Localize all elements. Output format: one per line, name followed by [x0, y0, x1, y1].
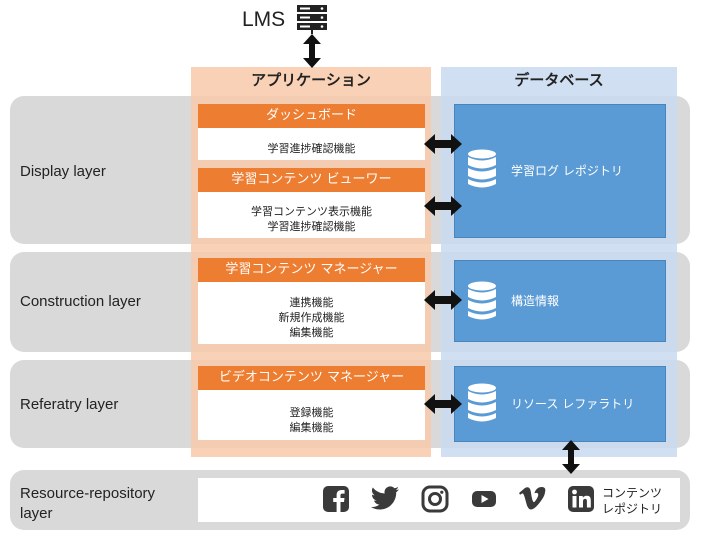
video-manager-functions: 登録機能 編集機能	[289, 406, 334, 434]
viewer-db-arrow	[424, 196, 462, 216]
database-icon	[468, 149, 496, 188]
vimeo-icon	[519, 486, 546, 510]
lms-label: LMS	[242, 8, 286, 31]
twitter-icon	[370, 486, 399, 510]
content-manager-db-arrow	[424, 290, 462, 310]
dashboard-module[interactable]: ダッシュボード 学習進捗確認機能	[198, 104, 425, 160]
referatry-layer-label: Referatry layer	[20, 396, 119, 413]
server-icon	[297, 5, 327, 34]
video-manager-module[interactable]: ビデオコンテンツ マネージャー 登録機能 編集機能	[198, 366, 425, 440]
resource-layer-label: Resource-repository layer	[20, 485, 156, 522]
video-manager-db-arrow	[424, 394, 462, 414]
instagram-icon	[421, 485, 449, 513]
database-icon	[468, 281, 496, 320]
resource-referatry-db[interactable]: リソース レファラトリ	[454, 366, 666, 442]
content-repository-label: コンテンツ レポジトリ	[601, 486, 662, 516]
database-icon	[468, 383, 496, 422]
application-column-header: アプリケーション	[251, 71, 371, 89]
viewer-title: 学習コンテンツ ビューワー	[198, 168, 425, 192]
dashboard-functions: 学習進捗確認機能	[267, 142, 356, 155]
dashboard-db-arrow	[424, 134, 462, 154]
content-manager-module[interactable]: 学習コンテンツ マネージャー 連携機能 新規作成機能 編集機能	[198, 258, 425, 344]
facebook-icon	[323, 486, 349, 512]
display-layer-label: Display layer	[20, 163, 106, 180]
structure-info-label: 構造情報	[511, 294, 560, 308]
structure-info-db[interactable]: 構造情報	[454, 260, 666, 342]
viewer-functions: 学習コンテンツ表示機能 学習進捗確認機能	[251, 205, 372, 233]
resource-referatry-label: リソース レファラトリ	[511, 397, 635, 411]
learning-log-repository[interactable]: 学習ログ レポジトリ	[454, 104, 666, 238]
database-column-header: データベース	[514, 71, 604, 89]
linkedin-icon	[568, 486, 594, 512]
content-manager-title: 学習コンテンツ マネージャー	[198, 258, 425, 282]
content-manager-functions: 連携機能 新規作成機能 編集機能	[278, 296, 345, 339]
lms-connection-arrow	[303, 34, 321, 68]
learning-log-label: 学習ログ レポジトリ	[511, 164, 623, 178]
viewer-module[interactable]: 学習コンテンツ ビューワー 学習コンテンツ表示機能 学習進捗確認機能	[198, 168, 425, 238]
construction-layer-label: Construction layer	[20, 293, 141, 310]
youtube-icon	[472, 491, 496, 507]
dashboard-title: ダッシュボード	[198, 104, 425, 128]
resource-repository-arrow	[562, 440, 580, 474]
video-manager-title: ビデオコンテンツ マネージャー	[198, 366, 425, 390]
